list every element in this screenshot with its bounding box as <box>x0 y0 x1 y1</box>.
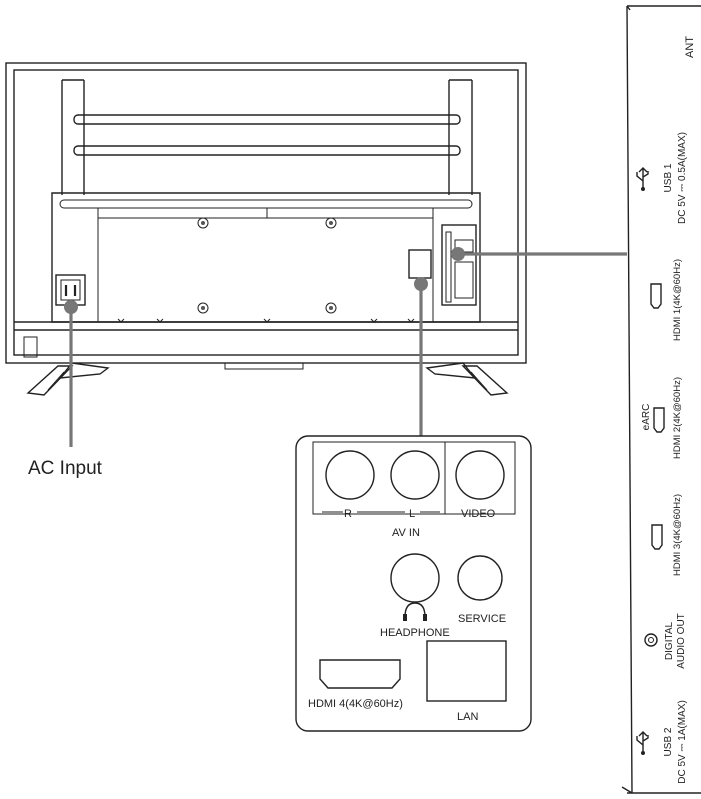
av-in-l-jack <box>390 450 440 500</box>
vesa-screw-bottom-left <box>197 302 209 314</box>
tv-back-rails <box>73 114 461 156</box>
button-housing <box>23 336 38 358</box>
ac-input-label: AC Input <box>28 458 103 479</box>
usb2-rating: DC 5V ⎓ 1A(MAX) <box>677 700 688 784</box>
hdmi3-label: HDMI 3(4K@60Hz) <box>672 494 683 576</box>
hdmi-port-icon <box>650 283 662 309</box>
digital-audio-label-line1: DIGITAL <box>664 621 675 660</box>
hdmi1-label: HDMI 1(4K@60Hz) <box>672 259 683 341</box>
av-in-group-box <box>312 441 516 515</box>
tv-chassis-panel <box>51 192 481 323</box>
hdmi-port-icon <box>653 407 665 433</box>
hdmi4-label: HDMI 4(4K@60Hz) <box>308 698 403 710</box>
usb-icon <box>636 731 649 755</box>
ac-input-callout-dot <box>64 300 78 314</box>
av-in-l-label: L <box>409 508 415 520</box>
side-panel-callout-dot <box>451 247 465 261</box>
headphone-jack <box>390 553 440 603</box>
service-label: SERVICE <box>458 613 506 625</box>
stand-foot-left <box>26 362 110 396</box>
hdmi-port-icon <box>651 524 663 550</box>
av-panel-frame <box>295 435 532 732</box>
hdmi2-label: HDMI 2(4K@60Hz) <box>672 377 683 459</box>
video-jack <box>455 450 505 500</box>
earc-label: eARC <box>641 404 652 431</box>
usb-icon <box>636 167 649 191</box>
vesa-screw-top-right <box>325 217 337 229</box>
usb2-title: USB 2 <box>663 727 674 756</box>
usb1-rating: DC 5V ⎓ 0.5A(MAX) <box>677 132 688 224</box>
ant-label: ANT <box>684 36 696 58</box>
av-connector-panel: R L VIDEO AV IN HEADPHONE SERVICE HDMI 4… <box>295 435 532 732</box>
av-in-label: AV IN <box>392 527 420 539</box>
tv-bottom-band <box>14 318 518 370</box>
av-in-r-label: R <box>344 508 352 520</box>
lan-port <box>426 640 507 702</box>
tv-back-uprights <box>61 79 473 195</box>
tv-inner-frame <box>13 69 519 356</box>
service-port <box>457 555 503 601</box>
bottom-vent <box>224 362 304 370</box>
side-connector-panel: ANT USB 1 DC 5V ⎓ 0.5A(MAX) HDMI 1(4K@60… <box>621 5 701 794</box>
side-connector-block <box>441 224 477 306</box>
callout-lines <box>64 247 627 447</box>
stand-foot-right <box>425 362 509 396</box>
headphone-icon <box>403 602 427 621</box>
vesa-screw-bottom-right <box>325 302 337 314</box>
video-label: VIDEO <box>461 508 496 520</box>
optical-port-icon <box>644 633 658 647</box>
hdmi4-port <box>319 659 401 689</box>
headphone-label: HEADPHONE <box>380 627 450 639</box>
usb1-title: USB 1 <box>663 163 674 192</box>
digital-audio-label-line2: AUDIO OUT <box>676 613 687 669</box>
tv-back-illustration <box>5 62 527 396</box>
av-module-box <box>408 249 432 279</box>
av-in-r-jack <box>325 450 375 500</box>
vesa-screw-top-left <box>197 217 209 229</box>
av-panel-callout-dot <box>414 277 428 291</box>
lan-label: LAN <box>457 711 478 723</box>
